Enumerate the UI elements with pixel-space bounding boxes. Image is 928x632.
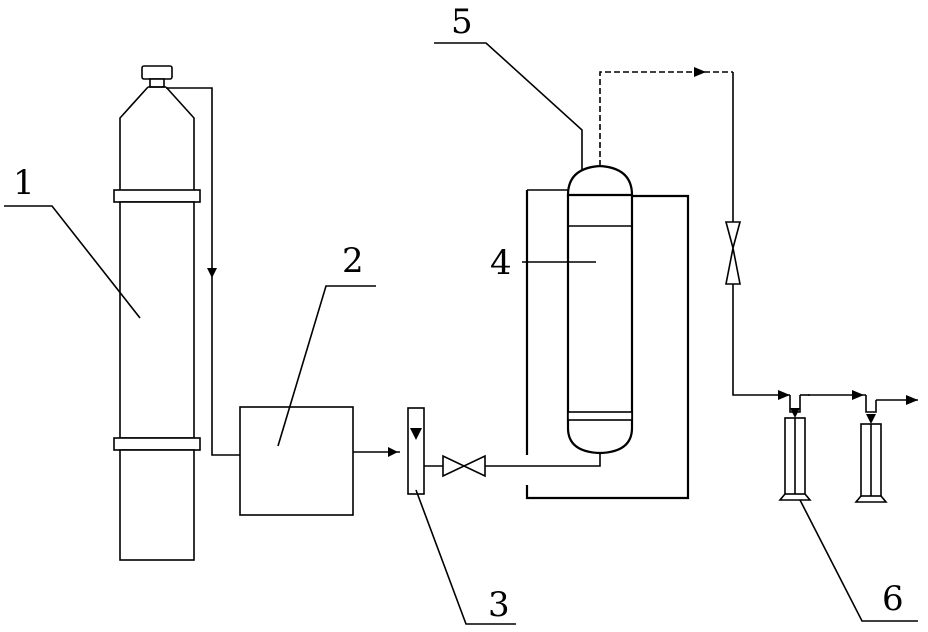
flow-arrow-to-bottle1 xyxy=(778,390,790,400)
leader-lines xyxy=(4,42,918,625)
label-6: 6 xyxy=(882,579,904,619)
flowmeter-float xyxy=(410,428,422,440)
absorption-bottle-1 xyxy=(778,394,812,501)
label-1: 1 xyxy=(13,163,35,203)
label-2: 2 xyxy=(342,241,364,281)
bottle-link-line xyxy=(808,390,866,400)
flow-arrow-down xyxy=(207,268,217,278)
reactor-column xyxy=(566,164,634,455)
reactor-top-dome xyxy=(566,164,634,197)
flow-arrow-top xyxy=(694,67,706,77)
cylinder-body xyxy=(119,201,195,439)
gas-line-cylinder-to-box xyxy=(166,87,240,456)
unit-box-2 xyxy=(239,406,354,516)
label-3: 3 xyxy=(488,585,510,625)
check-valve xyxy=(724,221,742,285)
needle-valve xyxy=(442,454,486,478)
label-5: 5 xyxy=(451,2,473,42)
cylinder-top-collar xyxy=(113,189,201,203)
flow-arrow-exhaust xyxy=(906,395,918,405)
line-flowmeter-to-reactor xyxy=(424,452,601,478)
line-box-to-flowmeter xyxy=(353,447,400,457)
cylinder-shoulder xyxy=(119,86,195,190)
flowmeter xyxy=(407,407,425,495)
cylinder-bottom-collar xyxy=(113,437,201,451)
label-4: 4 xyxy=(490,243,512,283)
cylinder-valve-cap xyxy=(141,65,173,80)
reactor-bed xyxy=(567,411,633,421)
outlet-line xyxy=(599,67,790,400)
gas-cylinder xyxy=(113,65,201,561)
flow-arrow-right xyxy=(388,447,398,457)
reactor-body xyxy=(566,195,634,420)
reactor-bottom-dome xyxy=(566,420,634,455)
outer-jacket xyxy=(525,189,690,500)
cylinder-foot xyxy=(119,449,195,561)
absorption-bottle-2 xyxy=(854,395,918,503)
